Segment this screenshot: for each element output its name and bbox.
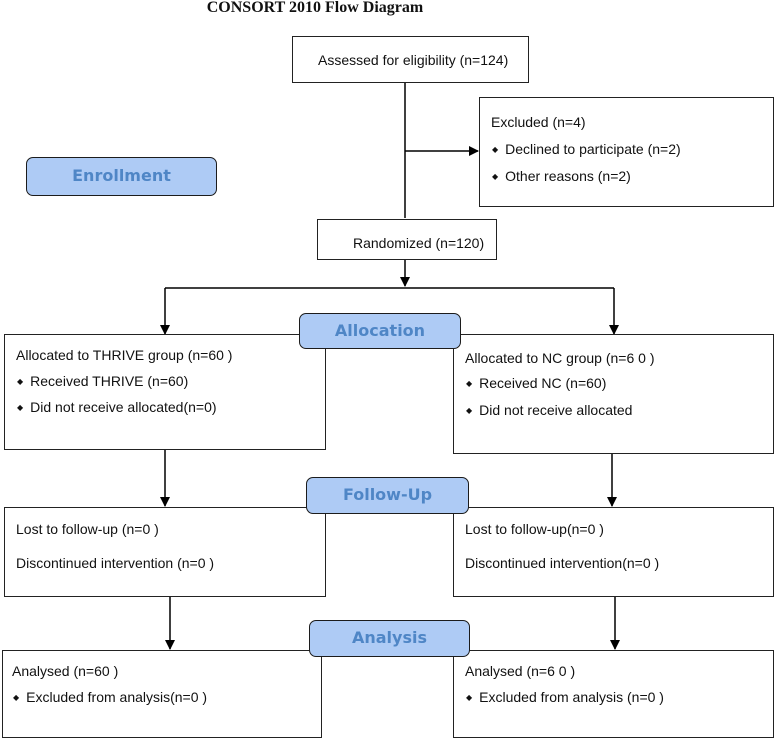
nc-follow-up-box: Lost to follow-up(n=0 ) Discontinued int…: [453, 507, 774, 597]
stage-allocation: Allocation: [299, 313, 461, 349]
excluded-item: Declined to participate (n=2): [492, 141, 681, 157]
randomized-box: Randomized (n=120): [317, 219, 497, 260]
thrive-allocation-item: Did not receive allocated(n=0): [17, 399, 216, 415]
stage-follow-up: Follow-Up: [306, 477, 469, 514]
nc-lost-to-follow-up: Lost to follow-up(n=0 ): [465, 521, 604, 537]
excluded-box: Excluded (n=4) Declined to participate (…: [479, 97, 774, 207]
thrive-analysis-box: Analysed (n=60 ) Excluded from analysis(…: [2, 650, 322, 738]
excluded-item: Other reasons (n=2): [492, 168, 631, 184]
nc-allocation-item: Did not receive allocated: [466, 402, 632, 418]
nc-allocation-item: Received NC (n=60): [466, 375, 606, 391]
thrive-discontinued: Discontinued intervention (n=0 ): [16, 555, 215, 571]
assessed-box: Assessed for eligibility (n=124): [292, 36, 529, 83]
excluded-heading: Excluded (n=4): [491, 114, 586, 130]
thrive-excluded-from-analysis: Excluded from analysis(n=0 ): [13, 689, 207, 705]
assessed-label: Assessed for eligibility (n=124): [318, 52, 509, 68]
diagram-title: CONSORT 2010 Flow Diagram: [206, 0, 424, 16]
nc-analysed: Analysed (n=6 0 ): [465, 663, 576, 679]
thrive-allocation-heading: Allocated to THRIVE group (n=60 ): [16, 347, 233, 363]
nc-analysis-box: Analysed (n=6 0 ) Excluded from analysis…: [453, 650, 774, 738]
thrive-analysed: Analysed (n=60 ): [12, 663, 119, 679]
stage-enrollment: Enrollment: [26, 157, 217, 196]
thrive-follow-up-box: Lost to follow-up (n=0 ) Discontinued in…: [4, 507, 326, 597]
stage-analysis: Analysis: [309, 620, 470, 657]
thrive-allocation-item: Received THRIVE (n=60): [17, 373, 188, 389]
thrive-allocation-box: Allocated to THRIVE group (n=60 ) Receiv…: [4, 334, 326, 450]
thrive-lost-to-follow-up: Lost to follow-up (n=0 ): [16, 521, 159, 537]
randomized-label: Randomized (n=120): [353, 235, 485, 251]
nc-allocation-box: Allocated to NC group (n=6 0 ) Received …: [453, 334, 774, 454]
nc-excluded-from-analysis: Excluded from analysis (n=0 ): [466, 689, 664, 705]
nc-allocation-heading: Allocated to NC group (n=6 0 ): [465, 350, 655, 366]
nc-discontinued: Discontinued intervention(n=0 ): [465, 555, 660, 571]
